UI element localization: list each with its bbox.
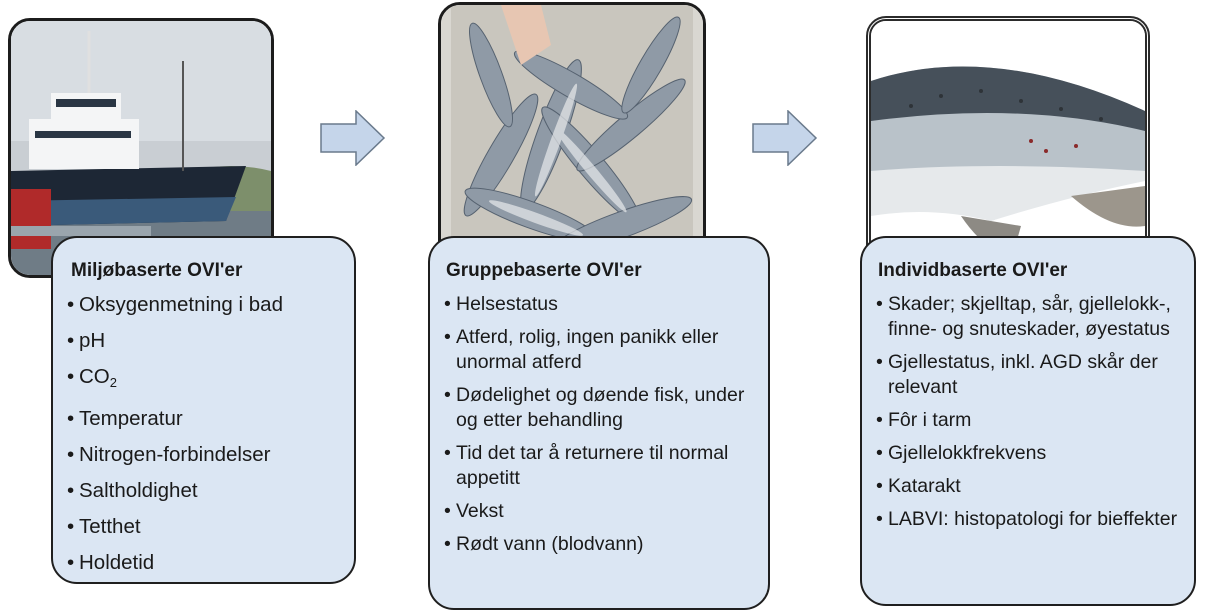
list-item: Temperatur <box>67 406 354 431</box>
list-item: Gjellelokkfrekvens <box>876 441 1194 466</box>
indicator-list: Helsestatus Atferd, rolig, ingen panikk … <box>430 292 768 557</box>
environment-ovi-card: Miljøbaserte OVI'er Oksygenmetning i bad… <box>51 236 356 584</box>
list-item: Gjellestatus, inkl. AGD skår der relevan… <box>876 350 1194 400</box>
individual-ovi-card: Individbaserte OVI'er Skader; skjelltap,… <box>860 236 1196 606</box>
list-item: Katarakt <box>876 474 1194 499</box>
list-item: Fôr i tarm <box>876 408 1194 433</box>
indicator-list: Oksygenmetning i bad pH CO2 Temperatur N… <box>53 292 354 575</box>
right-arrow-icon <box>752 110 818 166</box>
list-item: Nitrogen-forbindelser <box>67 442 354 467</box>
list-item: Saltholdighet <box>67 478 354 503</box>
list-item: Rødt vann (blodvann) <box>444 532 768 557</box>
list-item: Holdetid <box>67 550 354 575</box>
list-item: LABVI: histopatologi for bieffekter <box>876 507 1194 532</box>
list-item: Skader; skjelltap, sår, gjellelokk-, fin… <box>876 292 1194 342</box>
list-item: CO2 <box>67 364 354 395</box>
group-ovi-card: Gruppebaserte OVI'er Helsestatus Atferd,… <box>428 236 770 610</box>
fish-container-photo <box>438 2 706 270</box>
list-item: pH <box>67 328 354 353</box>
salmon-photo <box>866 16 1150 270</box>
co2-subscript: 2 <box>110 375 117 390</box>
right-arrow-icon <box>320 110 386 166</box>
list-item: Dødelighet og døende fisk, under og ette… <box>444 383 768 433</box>
card-title: Gruppebaserte OVI'er <box>446 260 768 282</box>
list-item: Tetthet <box>67 514 354 539</box>
list-item: Atferd, rolig, ingen panikk eller unorma… <box>444 325 768 375</box>
card-title: Miljøbaserte OVI'er <box>71 260 354 282</box>
indicator-list: Skader; skjelltap, sår, gjellelokk-, fin… <box>862 292 1194 532</box>
co2-text: CO <box>79 365 110 388</box>
list-item: Oksygenmetning i bad <box>67 292 354 317</box>
list-item: Tid det tar å returnere til normal appet… <box>444 441 768 491</box>
list-item: Helsestatus <box>444 292 768 317</box>
card-title: Individbaserte OVI'er <box>878 260 1194 282</box>
list-item: Vekst <box>444 499 768 524</box>
